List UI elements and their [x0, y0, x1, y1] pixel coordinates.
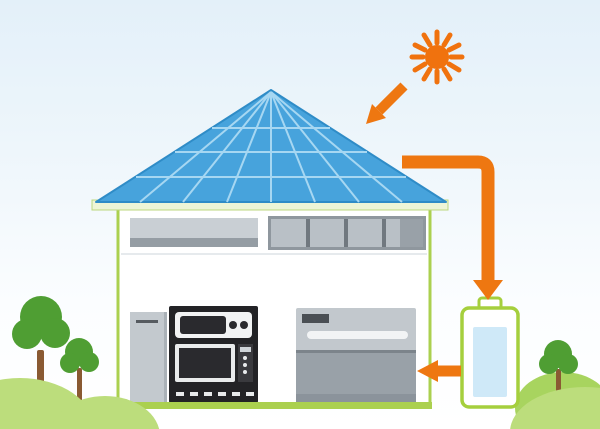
vent-lower — [130, 238, 258, 247]
control-knob — [240, 321, 248, 329]
arrow-head — [366, 104, 386, 124]
window-mullion — [344, 219, 348, 247]
microwave-control-column — [238, 344, 253, 382]
cabinet-body — [130, 312, 167, 403]
base-button — [232, 392, 240, 396]
house — [116, 206, 432, 409]
bush-front-left-2 — [50, 396, 160, 429]
tree-foliage-blob — [558, 354, 578, 374]
tree-foliage-blob — [12, 319, 42, 349]
sun-ray — [421, 66, 433, 82]
trees — [12, 296, 578, 406]
dishwasher-divider — [296, 350, 416, 353]
tree-foliage-blob — [79, 352, 99, 372]
window-mullion — [382, 219, 386, 247]
bush-front-right — [510, 387, 600, 429]
sun-ray — [421, 32, 433, 48]
cabinet-handle — [136, 320, 158, 323]
base-button — [218, 392, 226, 396]
dishwasher-handle — [307, 331, 408, 339]
base-button — [204, 392, 212, 396]
window-mullion — [306, 219, 310, 247]
front-bushes — [0, 378, 600, 429]
arrow-sunlight-to-roof — [366, 82, 408, 124]
tree-foliage-blob — [40, 318, 70, 348]
panel-seam — [270, 91, 403, 203]
solar-roof — [95, 89, 447, 203]
battery-cell-window — [473, 327, 507, 397]
sun — [409, 29, 465, 85]
cabinet-unit — [130, 312, 167, 403]
panel-seam — [226, 91, 272, 203]
arrow-roof-to-battery — [402, 155, 503, 300]
microwave-window — [179, 348, 231, 378]
panel-seam — [270, 91, 316, 203]
energy-flow-arrows — [366, 82, 503, 382]
arrow-shaft — [375, 82, 408, 115]
arrow-shaft — [402, 155, 495, 281]
panel-seam — [270, 91, 360, 203]
window-dark-pane — [400, 219, 423, 247]
appliance-stack — [169, 306, 258, 403]
sun-ray — [412, 61, 428, 73]
sun-ray — [446, 42, 462, 53]
sun-ray — [441, 32, 453, 48]
cabinet-edge-shade — [164, 312, 167, 403]
tree-trunk — [77, 368, 82, 406]
dishwasher-kickplate — [296, 394, 416, 403]
base-button — [190, 392, 198, 396]
arrow-battery-to-appliances — [417, 360, 461, 382]
tree-foliage-blob — [60, 353, 80, 373]
sun-ray — [446, 61, 462, 73]
house-base-line — [116, 402, 432, 409]
microwave-button — [243, 370, 247, 374]
sun-rays — [409, 29, 465, 85]
storage-battery — [460, 296, 520, 409]
sun-ray — [412, 42, 428, 53]
sun-core — [425, 45, 449, 69]
control-panel-screen — [180, 316, 226, 334]
microwave-button — [243, 356, 247, 360]
microwave-display — [240, 347, 251, 352]
solar-panel-grid — [136, 91, 406, 203]
control-knob — [229, 321, 237, 329]
dishwasher-lower-door — [296, 353, 416, 394]
arrow-head — [417, 360, 438, 382]
dishwasher-unit — [296, 308, 416, 403]
base-button — [246, 392, 254, 396]
floor-divider-line — [121, 253, 427, 255]
second-floor-vent — [130, 218, 258, 247]
microwave-button — [243, 363, 247, 367]
second-floor-window — [268, 216, 426, 250]
vent-upper — [130, 218, 258, 238]
tree-foliage-blob — [539, 354, 559, 374]
dishwasher-control — [302, 314, 329, 323]
base-button — [176, 392, 184, 396]
panel-seam — [182, 91, 272, 203]
arrow-head — [473, 280, 503, 300]
tree-foliage — [12, 296, 578, 374]
sun-ray — [441, 66, 453, 82]
panel-seam — [139, 91, 272, 203]
